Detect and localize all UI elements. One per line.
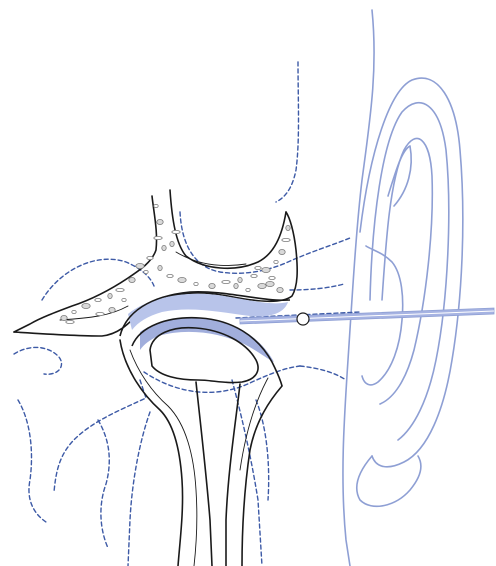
bone-speckle xyxy=(66,320,74,323)
ramus-right xyxy=(226,384,240,566)
dashed-landmarks xyxy=(14,62,360,566)
dashed-temporal-line xyxy=(276,62,299,202)
ramus-right-outer xyxy=(242,386,282,566)
bone-speckle xyxy=(147,256,153,259)
bone-speckle xyxy=(255,266,261,269)
bone-speckle xyxy=(82,303,90,308)
dashed-ramus-right xyxy=(128,412,150,566)
bone-speckle xyxy=(282,238,290,241)
bone-speckle xyxy=(157,219,163,224)
bone-speckle xyxy=(167,274,173,277)
dashed-soft-left-mid xyxy=(14,347,62,374)
bone-speckle xyxy=(154,204,158,207)
bone-speckle xyxy=(279,249,285,254)
dashed-ramus-mid xyxy=(98,420,109,548)
bone-speckle xyxy=(154,236,162,239)
bone-speckle xyxy=(274,260,278,263)
bone-speckle xyxy=(144,270,148,273)
dashed-fossa-line xyxy=(180,212,350,273)
dashed-posterior-line xyxy=(300,366,346,380)
bone-lower-margin xyxy=(60,306,128,320)
bone-speckle xyxy=(269,276,275,279)
bone-speckle xyxy=(95,298,101,301)
bone-speckle xyxy=(238,277,242,282)
needle-puncture-marker xyxy=(297,313,309,325)
dashed-ramus-left xyxy=(54,380,146,492)
bone-speckle xyxy=(194,282,198,285)
bone-speckle xyxy=(162,245,166,250)
bone-speckle xyxy=(234,283,238,288)
bone-speckle xyxy=(251,274,257,277)
condyle-icon xyxy=(120,328,282,566)
bone-speckle xyxy=(262,267,270,272)
bone-speckle xyxy=(136,263,144,268)
bone-speckle xyxy=(61,315,67,320)
fossa-roof xyxy=(170,190,286,268)
bone-speckle xyxy=(266,281,274,286)
ramus-neck xyxy=(196,382,212,566)
bone-speckle xyxy=(222,280,230,283)
bone-speckle xyxy=(122,298,126,301)
bone-speckle xyxy=(108,293,112,298)
bone-speckle xyxy=(96,312,104,315)
ear-icon xyxy=(343,10,463,566)
bone-speckle xyxy=(277,287,283,292)
dashed-soft-left-lower xyxy=(18,400,46,522)
fossa-inner-line xyxy=(176,252,246,266)
dashed-zygoma-line xyxy=(290,284,344,290)
bone-speckle xyxy=(109,307,115,312)
bone-speckle xyxy=(209,283,215,288)
bone-speckle xyxy=(170,241,174,246)
ear-helix-inner xyxy=(370,103,449,440)
bone-speckle xyxy=(116,288,124,291)
bone-speckle xyxy=(178,277,186,282)
bone-speckle xyxy=(172,230,180,233)
joint-disc-icon xyxy=(120,292,290,386)
face-contour-line xyxy=(343,10,374,566)
bone-speckle xyxy=(158,265,162,270)
bone-speckle xyxy=(129,277,135,282)
bone-speckle xyxy=(286,225,290,230)
bone-speckle xyxy=(258,283,266,288)
bone-speckle xyxy=(246,288,250,291)
bone-speckle xyxy=(72,310,76,313)
ear-lobe xyxy=(357,456,421,506)
ear-antihelix xyxy=(380,138,432,404)
